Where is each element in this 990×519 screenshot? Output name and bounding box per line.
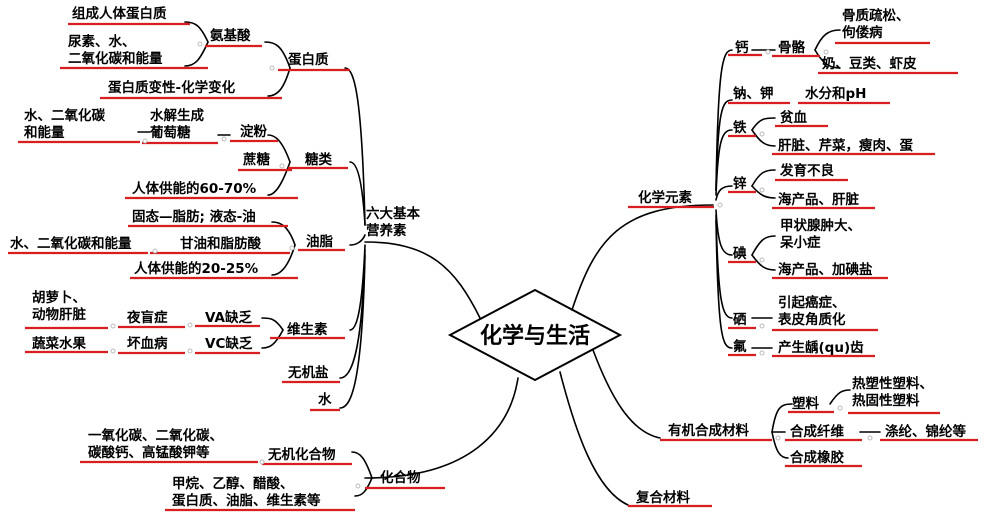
link-amino-form [184, 21, 209, 43]
link-sugar-supply [267, 161, 291, 196]
i-source: 海产品、加碘盐 [778, 262, 873, 278]
starch-label: 淀粉 [240, 124, 267, 140]
link-center-compound [364, 377, 519, 479]
link-nutrients-protein [344, 67, 366, 226]
link-elements-i [715, 209, 733, 256]
fe-label: 铁 [733, 120, 747, 136]
link-bone-osteo [814, 29, 841, 51]
vitamin-label: 维生素 [287, 322, 328, 338]
link-zn-source [751, 185, 776, 199]
elements-label: 化学元素 [638, 190, 692, 206]
link-nutrients-fat [349, 234, 366, 246]
underlines [8, 22, 978, 512]
va-label: VA缺乏 [205, 310, 252, 326]
sugar-label: 糖类 [305, 152, 332, 168]
link-center-composite [559, 371, 629, 506]
nutrients-title: 六大基本 营养素 [366, 206, 420, 239]
sugar-hydrolysis: 水解生成 葡萄糖 [150, 108, 204, 141]
link-compound-organic [354, 477, 373, 497]
water-label: 水 [318, 392, 332, 408]
se-label: 硒 [733, 312, 747, 328]
fat-products: 水、二氧化碳和能量 [10, 236, 132, 252]
link-protein-denature [267, 67, 291, 97]
sugar-products: 水、二氧化碳 和能量 [24, 108, 105, 141]
ca-source: 奶、豆类、虾皮 [822, 56, 917, 72]
fat-supply: 人体供能的20-25% [134, 261, 259, 277]
link-nutrients-mineral [339, 249, 366, 379]
protein-products: 尿素、水、 二氧化碳和能量 [68, 34, 163, 67]
plastic-label: 塑料 [792, 396, 819, 412]
link-vitamin-va [261, 317, 284, 331]
zn-source: 海产品、肝脏 [778, 192, 859, 208]
link-synthetic-plastic [771, 403, 793, 433]
composite-label: 复合材料 [636, 490, 690, 506]
cancer-label: 引起癌症、 表皮角质化 [778, 295, 846, 328]
link-sugar-starch [267, 134, 291, 163]
mineral-label: 无机盐 [288, 365, 329, 381]
bone-label: 骨骼 [778, 40, 805, 56]
link-synthetic-rubber [771, 431, 789, 459]
nak-label: 钠、钾 [733, 86, 774, 102]
protein-label: 蛋白质 [288, 52, 329, 68]
link-center-nutrients [364, 241, 481, 319]
link-nutrients-sugar [349, 161, 366, 226]
fat-label: 油脂 [306, 234, 333, 250]
nak-role: 水分和pH [805, 86, 867, 102]
link-amino-products [184, 41, 209, 67]
growth-label: 发育不良 [780, 163, 834, 179]
zn-label: 锌 [733, 176, 747, 192]
plastic-types: 热塑性塑料、 热固性塑料 [852, 376, 933, 409]
link-bone-source [814, 49, 841, 69]
link-center-synthetic [592, 349, 661, 439]
connector-dots [110, 41, 873, 489]
center-diamond [447, 288, 623, 382]
compound-label: 化合物 [380, 470, 421, 486]
fat-state: 固态—脂肪; 液态-油 [132, 209, 256, 225]
osteo-label: 骨质疏松、 佝偻病 [842, 8, 910, 41]
link-vitamin-vc [261, 329, 284, 349]
fe-source: 肝脏、芹菜，瘦肉、蛋 [778, 138, 913, 154]
va-source: 胡萝卜、 动物肝脏 [32, 290, 86, 323]
link-i-source [751, 254, 776, 271]
anemia-label: 贫血 [780, 110, 807, 126]
inorganic-examples: 一氧化碳、二氧化碳、 碳酸钙、高锰酸钾等 [88, 428, 223, 461]
link-elements-ca [715, 49, 733, 191]
link-protein-amino [264, 41, 291, 69]
link-elements-nak [715, 99, 733, 191]
vc-label: VC缺乏 [205, 336, 253, 352]
link-fat-supply [271, 244, 296, 276]
sucrose-label: 蔗糖 [243, 152, 270, 168]
inorganic-label: 无机化合物 [268, 447, 336, 463]
vc-source: 蔬菜水果 [32, 336, 86, 352]
organic-examples: 甲烷、乙醇、醋酸、 蛋白质、油脂、维生素等 [172, 476, 321, 509]
amino-label: 氨基酸 [210, 28, 251, 44]
link-elements-fe [715, 129, 733, 196]
i-label: 碘 [733, 246, 747, 262]
link-i-thyroid [751, 235, 776, 256]
ca-label: 钙 [735, 40, 749, 56]
thyroid-label: 甲状腺肿大、 呆小症 [780, 218, 861, 251]
link-elements-f [715, 219, 733, 349]
center-topic: 化学与生活 [479, 324, 590, 349]
synthetic-label: 有机合成材料 [668, 423, 749, 439]
protein-denature: 蛋白质变性-化学变化 [108, 80, 236, 96]
link-elements-zn [715, 185, 733, 201]
f-label: 氟 [733, 339, 747, 355]
link-zn-growth [751, 169, 776, 187]
sugar-supply: 人体供能的60-70% [132, 181, 257, 197]
link-nutrients-water [339, 254, 366, 409]
rubber-label: 合成橡胶 [790, 450, 844, 466]
caries-label: 产生龋(qu)齿 [778, 340, 864, 356]
fiber-examples: 涤纶、锦纶等 [885, 424, 966, 440]
link-compound-inorganic [351, 451, 373, 479]
link-plastic-types [829, 389, 851, 405]
scurvy-label: 坏血病 [127, 336, 168, 352]
link-fe-anemia [751, 117, 776, 131]
protein-form: 组成人体蛋白质 [72, 6, 167, 22]
nightblind-label: 夜盲症 [127, 310, 168, 326]
link-fe-source [751, 129, 776, 147]
fiber-label: 合成纤维 [790, 424, 844, 440]
fat-glycerol: 甘油和脂肪酸 [180, 236, 261, 252]
